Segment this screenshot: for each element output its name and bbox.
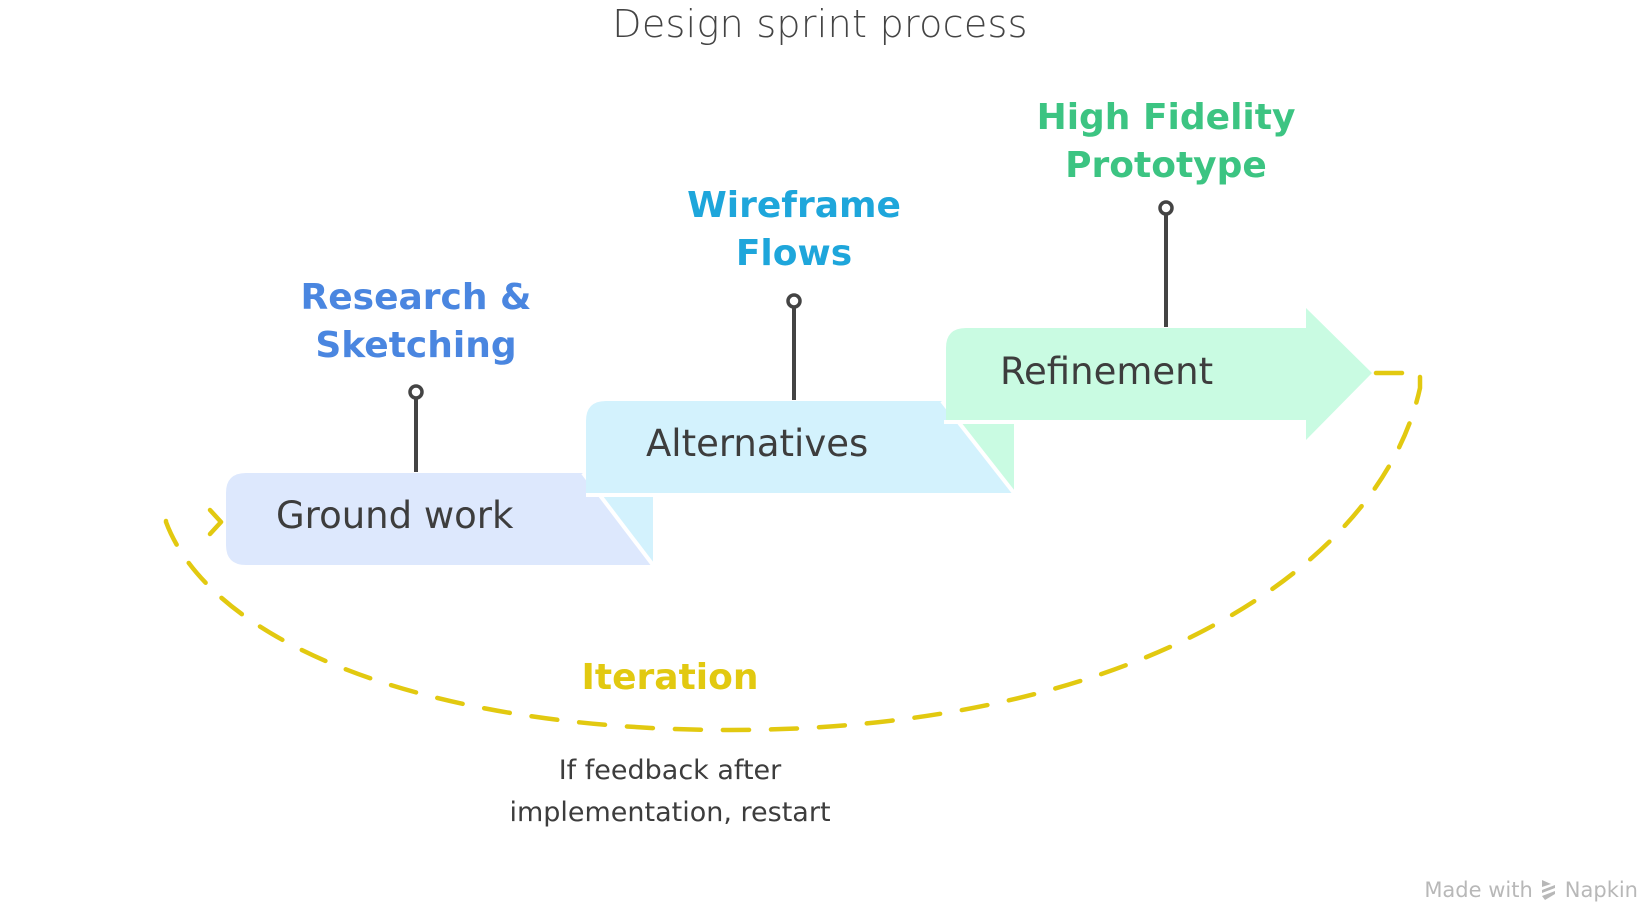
step-2-label-line2: Flows [735,233,853,274]
iteration-note-line2: implementation, restart [509,797,831,828]
step-1-box [226,473,653,565]
step-1-label-line2: Sketching [315,325,517,366]
step-2-label: Wireframe Flows [644,182,944,278]
diagram-title: Design sprint process [612,2,1028,46]
step-1-name: Ground work [276,494,514,537]
iteration-note: If feedback after implementation, restar… [470,750,870,834]
step-3-label-line2: Prototype [1065,145,1267,186]
loop-arrowhead-icon [207,507,224,537]
step-3-label-line1: High Fidelity [1036,97,1296,138]
step-3-name: Refinement [1000,350,1214,393]
watermark-prefix: Made with [1424,878,1533,902]
pin-icon [786,293,802,400]
pin-icon [1158,200,1174,327]
step-2-name: Alternatives [646,422,869,465]
watermark: Made with Napkin [1424,878,1638,902]
step-1-label: Research & Sketching [266,274,566,370]
iteration-note-line1: If feedback after [558,755,782,786]
napkin-logo-icon [1541,880,1555,900]
pin-icon [408,384,424,472]
step-2-box [586,401,1014,493]
iteration-label: Iteration [581,657,759,698]
step-2-label-line1: Wireframe [687,185,901,226]
step-1-label-line1: Research & [300,277,532,318]
iteration-loop-path [163,370,1423,733]
step-3-arrow [946,308,1372,440]
step-3-label: High Fidelity Prototype [986,94,1346,190]
watermark-brand: Napkin [1564,878,1638,902]
